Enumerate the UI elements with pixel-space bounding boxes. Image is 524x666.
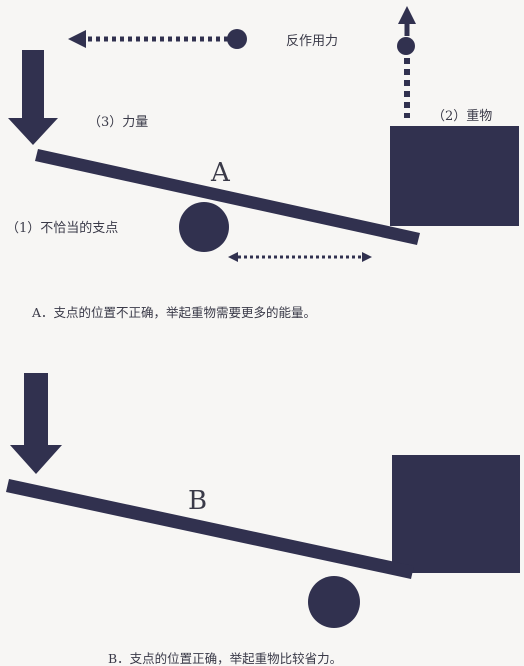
caption-a: A．支点的位置不正确，举起重物需要更多的能量。: [31, 305, 316, 320]
fulcrum-b: [308, 576, 360, 628]
lever-letter-b: B: [188, 486, 207, 516]
lever-beam-b: [6, 479, 414, 579]
load-up-dot: [397, 37, 415, 55]
distance-arrow-left-head: [228, 252, 238, 262]
effort-arrow: [8, 50, 58, 145]
reaction-source-dot: [227, 29, 247, 49]
panel-a: 反作用力 （3）力量 （2）重物 （1）不恰当的支点 A A．支点的位置不正确，…: [6, 6, 519, 320]
reaction-force-label: 反作用力: [286, 34, 338, 49]
fulcrum-label: （1）不恰当的支点: [6, 220, 118, 236]
caption-b: B．支点的位置正确，举起重物比较省力。: [108, 651, 342, 666]
lever-letter-a: A: [210, 158, 231, 188]
effort-label: （3）力量: [88, 115, 148, 130]
panel-b: B B．支点的位置正确，举起重物比较省力。: [6, 373, 520, 666]
distance-arrow-right-head: [362, 252, 372, 262]
lever-beam-a: [35, 149, 420, 245]
reaction-arrow-head: [68, 30, 86, 48]
load-box-a: [390, 126, 519, 226]
load-label: （2）重物: [432, 108, 492, 124]
load-box-b: [392, 455, 520, 573]
load-up-arrow-head: [398, 6, 416, 24]
fulcrum-a: [179, 202, 229, 252]
effort-arrow-b: [10, 373, 62, 474]
